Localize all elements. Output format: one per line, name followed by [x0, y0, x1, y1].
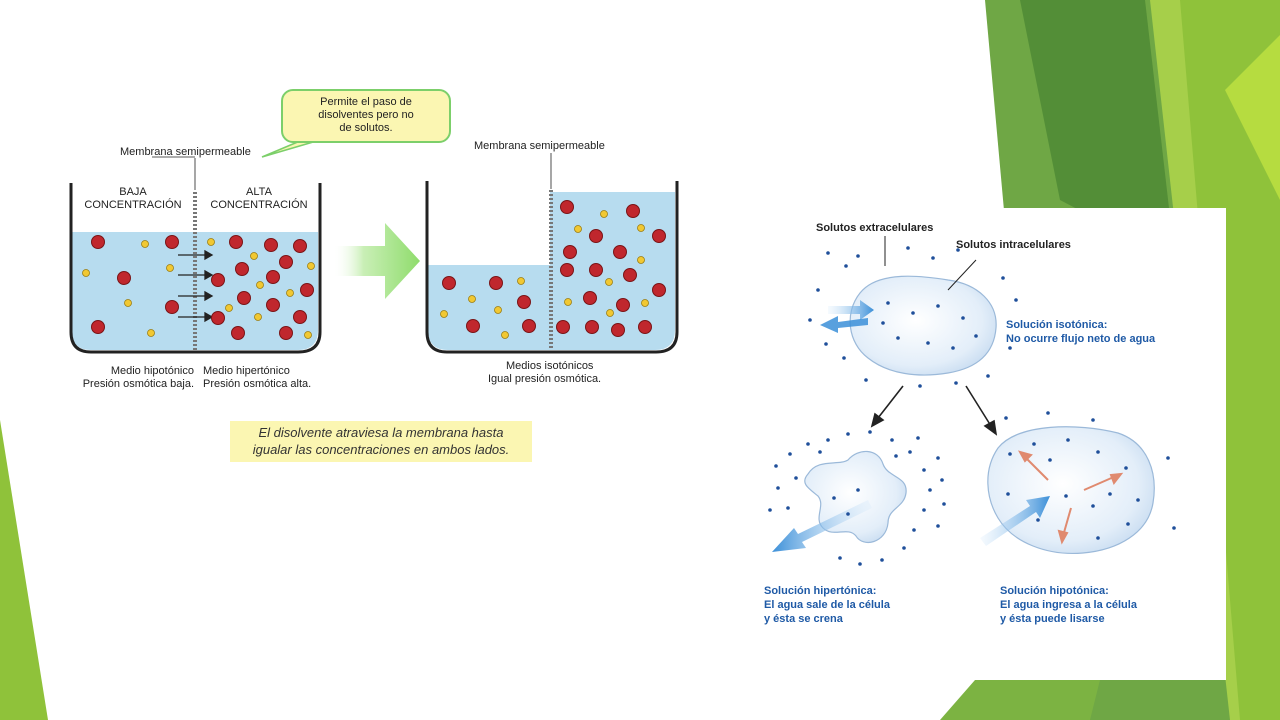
- beaker-2-water-right: [550, 192, 675, 350]
- isotonic-line-2: Igual presión osmótica.: [488, 373, 602, 385]
- membrane-label-2: Membrana semipermeable: [474, 140, 605, 152]
- beaker-2-left-particles: [440, 276, 536, 339]
- osmosis-beaker-diagram: [69, 139, 679, 354]
- high-title-line-1: ALTA: [246, 186, 272, 198]
- beaker-1-water: [71, 232, 318, 350]
- hypertonic-line-2: Presión osmótica alta.: [203, 378, 312, 390]
- hypotonic-line-1: Medio hipotónico: [110, 365, 194, 377]
- right-green-dark: [1020, 0, 1175, 260]
- beaker-2-outline: [425, 181, 679, 354]
- hypotonic-solution-line-3: y ésta puede lisarse: [1000, 613, 1105, 625]
- beaker-2-water-left: [428, 265, 550, 350]
- low-title-line-1: BAJA: [119, 186, 147, 198]
- hypotonic-caption: Medio hipotónico Presión osmótica baja.: [64, 365, 194, 391]
- isotonic-cell: [849, 275, 997, 376]
- right-green-light: [1180, 0, 1280, 720]
- bottom-green-wedge: [940, 680, 1100, 720]
- hypertonic-line-1: Medio hipertónico: [203, 365, 290, 377]
- bubble-text: Permite el paso de disolventes pero no d…: [318, 96, 414, 134]
- hypotonic-line-2: Presión osmótica baja.: [82, 378, 194, 390]
- beaker-2-right-particles: [556, 200, 666, 337]
- extracellular-solutes-label: Solutos extracelulares: [816, 222, 934, 234]
- beaker-1-left-particles: [82, 235, 179, 337]
- summary-note: El disolvente atraviesa la membrana hast…: [230, 421, 532, 462]
- beaker-1-right-particles: [207, 235, 315, 340]
- hypertonic-caption: Medio hipertónico Presión osmótica alta.: [203, 365, 343, 391]
- right-bright-wedge: [1225, 35, 1280, 200]
- hypertonic-solution-caption: Solución hipertónica: El agua sale de la…: [764, 584, 890, 626]
- membrane-callout-bubble: Permite el paso de disolventes pero no d…: [281, 89, 451, 143]
- membrane-label-1: Membrana semipermeable: [120, 146, 251, 158]
- hypotonic-internal-arrows: [1017, 450, 1124, 545]
- intracellular-solutes-label: Solutos intracelulares: [956, 239, 1071, 251]
- flow-arrows: [178, 249, 214, 323]
- note-line-1: El disolvente atraviesa la membrana hast…: [258, 425, 504, 440]
- isotonic-solution-line-1: Solución isotónica:: [1006, 319, 1108, 331]
- cell-tonicity-panel: Solutos extracelulares Solutos intracelu…: [748, 208, 1226, 680]
- hypertonic-solution-line-2: El agua sale de la célula: [764, 599, 890, 611]
- low-title-line-2: CONCENTRACIÓN: [84, 199, 182, 211]
- branch-arrows: [870, 385, 998, 436]
- isotonic-line-1: Medios isotónicos: [506, 360, 594, 372]
- transition-arrow: [333, 223, 420, 299]
- hypotonic-solution-line-2: El agua ingresa a la célula: [1000, 599, 1137, 611]
- high-concentration-title: ALTA CONCENTRACIÓN: [200, 186, 318, 212]
- isotonic-arrows: [820, 300, 874, 333]
- hypotonic-cell: [987, 426, 1155, 555]
- hypotonic-solution-line-1: Solución hipotónica:: [1000, 585, 1109, 597]
- cell-tonicity-diagram: [768, 236, 1176, 566]
- high-title-line-2: CONCENTRACIÓN: [210, 199, 308, 211]
- hypotonic-solution-caption: Solución hipotónica: El agua ingresa a l…: [1000, 584, 1137, 626]
- note-line-2: igualar las concentraciones en ambos lad…: [252, 442, 510, 457]
- hypertonic-solution-line-3: y ésta se crena: [764, 613, 843, 625]
- low-concentration-title: BAJA CONCENTRACIÓN: [74, 186, 192, 212]
- hypertonic-solution-line-1: Solución hipertónica:: [764, 585, 877, 597]
- hypotonic-arrow: [980, 496, 1050, 546]
- isotonic-solution-line-2: No ocurre flujo neto de agua: [1006, 333, 1156, 345]
- isotonic-caption: Medios isotónicos Igual presión osmótica…: [488, 360, 638, 386]
- intra-solutes-leader: [947, 259, 977, 291]
- isotonic-solution-caption: Solución isotónica: No ocurre flujo neto…: [1006, 318, 1155, 346]
- left-green-stripe: [0, 420, 48, 720]
- solute-dots: [768, 246, 1176, 566]
- beaker-1-outline: [69, 183, 322, 354]
